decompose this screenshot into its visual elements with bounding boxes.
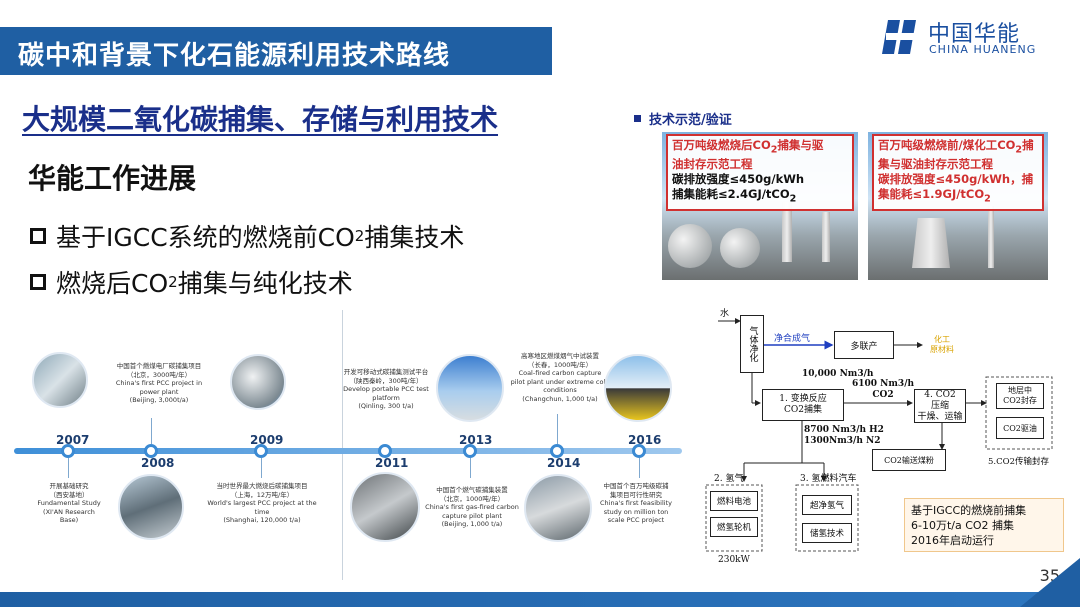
spherical-tank [668, 224, 712, 268]
title-bar: 碳中和背景下化石能源利用技术路线 [0, 27, 552, 75]
timeline-stem [151, 418, 152, 444]
photo-2008 [118, 474, 184, 540]
timeline-dot [254, 444, 268, 458]
h2-turbine-box: 燃氢轮机 [710, 517, 758, 537]
geological-storage-box: 地层中 CO2封存 [996, 383, 1044, 409]
year-2007: 2007 [56, 433, 90, 447]
section-title: 华能工作进展 [28, 162, 197, 195]
timeline-dot [144, 444, 158, 458]
co2-flow-label: 6100 Nm3/h CO2 [852, 379, 915, 400]
coal-powder-box: CO2输送煤粉 [872, 449, 946, 471]
timeline-stem [470, 458, 471, 478]
square-bullet-icon [634, 115, 641, 122]
year-2009: 2009 [250, 433, 284, 447]
demo-card-left: 百万吨级燃烧后CO2捕集与驱 油封存示范工程 碳排放强度≤450g/kWh 捕集… [666, 134, 854, 211]
photo-2014 [524, 474, 592, 542]
year-2011: 2011 [375, 456, 409, 470]
photo-2013 [436, 354, 504, 422]
h2-n2-flow-label: 8700 Nm3/h H2 1300Nm3/h N2 [804, 425, 884, 446]
timeline-dot [463, 444, 477, 458]
text-2011: 开发可移动式碳捕集测试平台 （陕西秦岭，300吨/年） Develop port… [343, 368, 429, 410]
column-tower [822, 212, 830, 262]
photo-2007 [32, 352, 88, 408]
demo-photo-igcc: 百万吨级燃烧前/煤化工CO2捕 集与驱油封存示范工程 碳排放强度≤450g/kW… [868, 132, 1048, 280]
timeline-stem [557, 414, 558, 444]
checkbox-square-icon [30, 274, 46, 290]
huaneng-logo: 中国华能 CHINA HUANENG [880, 14, 1050, 60]
timeline-dot [550, 444, 564, 458]
ultra-pure-h2-box: 超净氢气 [802, 495, 852, 515]
text-2016: 中国首个百万吨级碳捕 集项目可行性研究 China's first feasib… [600, 482, 672, 524]
footer-bar [0, 592, 1080, 607]
power-label: 230kW [718, 555, 750, 565]
water-label: 水 [720, 309, 730, 319]
clean-syngas-label: 净合成气 [774, 334, 811, 344]
chemical-materials-label: 化工 原材料 [930, 335, 954, 354]
polygeneration-box: 多联产 [834, 331, 894, 359]
syngas-flow-label: 10,000 Nm3/h [802, 369, 874, 379]
text-2007: 开展基础研究 （西安基地） Fundamental Study (XI'AN R… [37, 482, 101, 524]
photo-2009 [230, 354, 286, 410]
page-title: 碳中和背景下化石能源利用技术路线 [18, 41, 451, 71]
logo-english: CHINA HUANENG [929, 43, 1037, 56]
timeline-axis [14, 448, 682, 454]
demo-photo-pcc: 百万吨级燃烧后CO2捕集与驱 油封存示范工程 碳排放强度≤450g/kWh 捕集… [662, 132, 858, 280]
timeline-divider [342, 310, 343, 580]
timeline-stem [68, 458, 69, 478]
text-2014: 高寒地区燃煤烟气中试装置 （长春，1000吨/年） Coal-fired car… [510, 352, 610, 403]
co2-eor-box: CO2驱油 [996, 417, 1044, 439]
spherical-tank [720, 228, 760, 268]
chimney [988, 206, 994, 268]
year-2013: 2013 [459, 433, 493, 447]
footer-corner [1020, 558, 1080, 607]
huaneng-logo-icon [882, 20, 916, 54]
timeline-dot [61, 444, 75, 458]
text-2008: 中国首个燃煤电厂碳捕集项目 （北京，3000吨/年） China's first… [115, 362, 203, 404]
photo-2011 [350, 472, 420, 542]
shift-capture-box: 1. 变换反应 CO2捕集 [762, 389, 844, 421]
text-2009: 当时世界最大燃烧后碳捕集项目 （上海，12万吨/年） World's large… [207, 482, 317, 524]
h2-storage-box: 储氢技术 [802, 523, 852, 543]
logo-chinese: 中国华能 [928, 22, 1021, 47]
demo-heading: 技术示范/验证 [634, 109, 732, 128]
timeline-stem [639, 458, 640, 478]
hydrogen-label: 2. 氢气 [714, 474, 744, 484]
photo-2016 [604, 354, 672, 422]
year-2016: 2016 [628, 433, 662, 447]
year-2014: 2014 [547, 456, 581, 470]
timeline-stem [261, 458, 262, 478]
timeline-dot [632, 444, 646, 458]
fuel-cell-box: 燃料电池 [710, 491, 758, 511]
timeline-dot [378, 444, 392, 458]
co2-transport-label: 5.CO2传输封存 [988, 457, 1049, 467]
year-2008: 2008 [141, 456, 175, 470]
column-tower [782, 202, 792, 262]
text-2013: 中国首个燃气碳捕集装置 （北京，1000吨/年） China's first g… [425, 486, 519, 528]
demo-card-right: 百万吨级燃烧前/煤化工CO2捕 集与驱油封存示范工程 碳排放强度≤450g/kW… [872, 134, 1044, 211]
slide-subtitle: 大规模二氧化碳捕集、存储与利用技术 [22, 103, 499, 136]
igcc-flow-diagram: 水 气体净化 净合成气 多联产 化工 原材料 10,000 Nm3/h 1. 变… [704, 303, 1074, 573]
co2-compression-box: 4. CO2 压缩 干燥、运输 [914, 389, 966, 423]
h2-vehicle-label: 3. 氢燃料汽车 [800, 474, 857, 484]
igcc-note-box: 基于IGCC的燃烧前捕集 6-10万t/a CO2 捕集 2016年启动运行 [904, 498, 1064, 552]
timeline: 2007 开展基础研究 （西安基地） Fundamental Study (XI… [14, 310, 682, 585]
gas-cleaning-box: 气体净化 [740, 315, 764, 373]
cooling-tower [912, 218, 950, 268]
flow-arrows [705, 318, 1053, 552]
checkbox-square-icon [30, 228, 46, 244]
